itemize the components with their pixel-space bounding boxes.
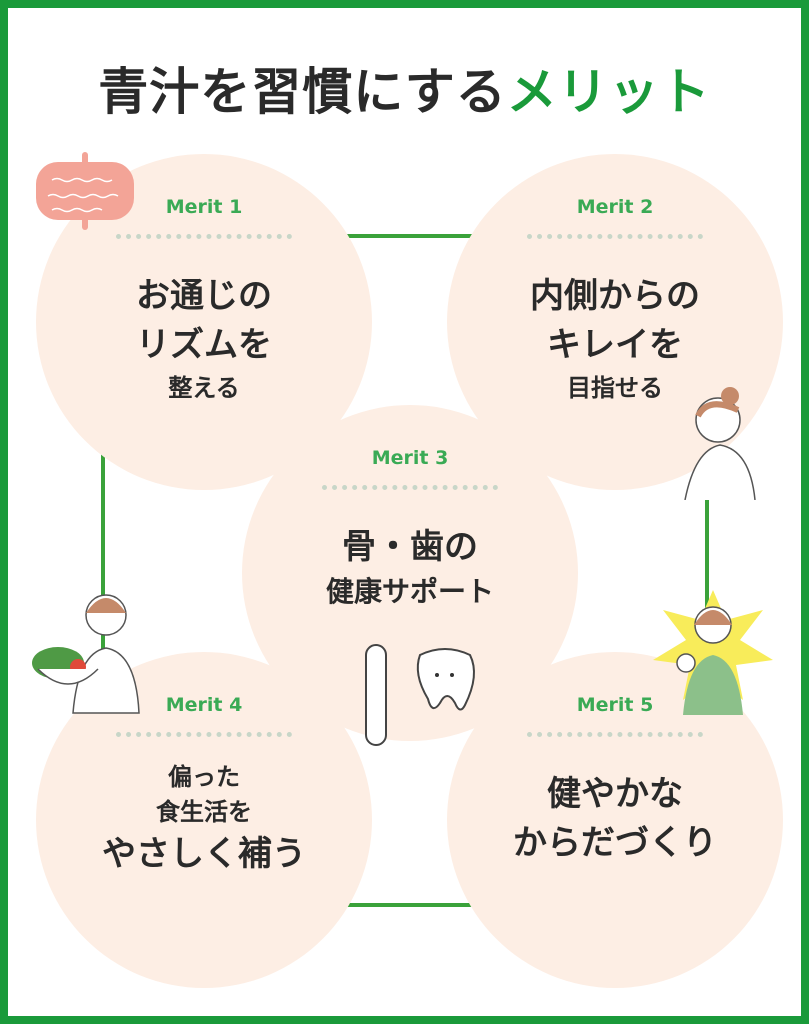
merit-text: 内側からの [530,276,700,316]
dotted-divider [322,485,498,490]
merit-text: 健康サポート [325,575,494,609]
energetic-woman-icon [653,590,773,715]
bone-tooth-icon [365,644,475,746]
connector-right [705,495,709,625]
connector-bottom [340,903,475,907]
merit-text: やさしく補う [102,833,306,874]
title-accent: メリット [506,63,711,121]
merit-text: キレイを [547,325,683,366]
page-title: 青汁を習慣にするメリット [0,52,809,124]
merit-text: 健やかな [547,774,683,814]
title-main: 青汁を習慣にする [98,63,507,121]
merit-text: リズムを [136,325,272,366]
merit-label: Merit 3 [371,447,449,469]
connector-top [340,234,475,238]
dotted-divider [527,732,703,737]
merit-label: Merit 4 [165,694,243,716]
merit-label: Merit 2 [576,196,654,218]
merit-text: 整える [168,373,240,402]
connector-left [101,450,105,690]
dotted-divider [116,234,292,239]
merit-text: からだづくり [513,823,717,864]
woman-beauty-icon [684,387,756,500]
dotted-divider [527,234,703,239]
merit-text: 目指せる [567,373,663,402]
merit-text: 食生活を [156,797,252,826]
merit-label: Merit 1 [165,196,243,218]
merit-text: 偏った [168,763,240,791]
merit-text: 骨・歯の [342,527,478,567]
dotted-divider [116,732,292,737]
merit-label: Merit 5 [576,694,654,716]
merit-text: お通じの [136,276,272,316]
intestine-icon [36,152,134,230]
doctor-vegetables-icon [32,594,140,714]
